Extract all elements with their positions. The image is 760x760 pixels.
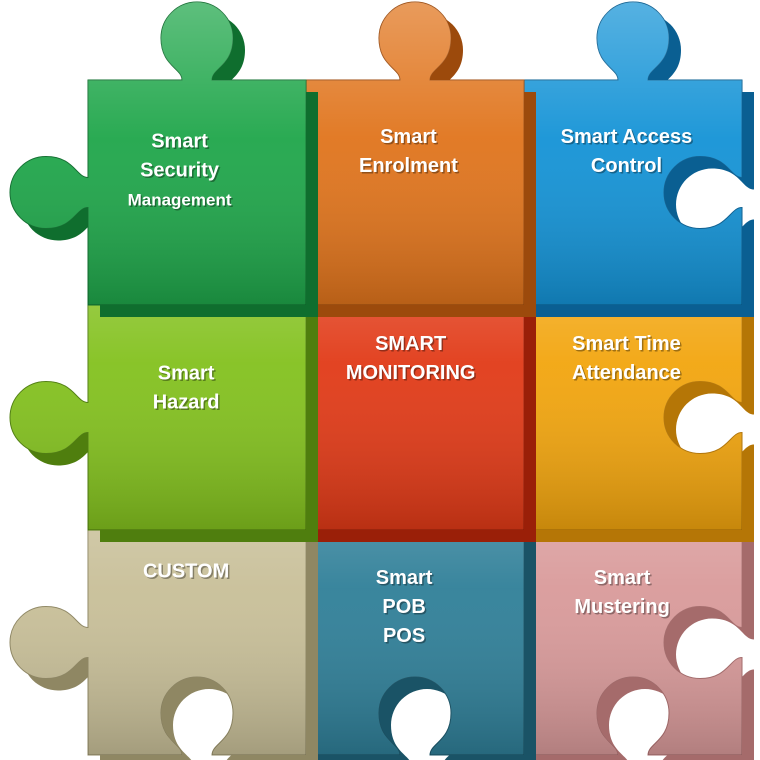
piece-label-shadow: POB <box>384 598 427 620</box>
piece-gloss-smart-pob-pos <box>228 452 524 755</box>
piece-label-shadow: Enrolment <box>361 157 460 179</box>
piece-gloss-smart-time-attendance <box>446 227 742 530</box>
piece-label-shadow: Smart <box>382 128 439 150</box>
piece-label-line: Management <box>128 191 232 210</box>
piece-label-line: POB <box>382 596 425 618</box>
piece-gloss-smart-mustering <box>446 452 742 755</box>
piece-gloss-smart-access-control <box>446 2 742 305</box>
piece-label-shadow: CUSTOM <box>144 562 230 584</box>
piece-label-shadow: Smart <box>377 569 434 591</box>
piece-label-line: Smart <box>380 126 437 148</box>
piece-label-line: Mustering <box>574 596 670 618</box>
piece-label-line: Security <box>140 160 220 182</box>
piece-label-shadow: Hazard <box>154 393 221 415</box>
labels-layer: SmartSmartSecuritySecurityManagementMana… <box>128 126 694 649</box>
piece-label-line: Attendance <box>572 362 681 384</box>
piece-label-line: POS <box>383 625 425 647</box>
piece-label-shadow: Attendance <box>574 364 683 386</box>
piece-label-line: Control <box>591 155 662 177</box>
piece-label-line: Enrolment <box>359 155 458 177</box>
piece-label-shadow: Management <box>129 192 233 211</box>
piece-label-line: SMART <box>375 333 446 355</box>
piece-label-shadow: Mustering <box>576 598 672 620</box>
piece-gloss-smart-enrolment <box>228 2 524 305</box>
piece-label-line: Smart <box>151 131 208 153</box>
piece-label-shadow: POS <box>384 627 426 649</box>
piece-gloss-smart-monitoring <box>228 227 524 530</box>
piece-label-shadow: Smart <box>159 364 216 386</box>
puzzle-piece-smart-security-management <box>9 1 318 317</box>
piece-gloss-smart-security-management <box>10 2 306 305</box>
pieces-layer <box>9 1 754 760</box>
piece-label-line: Smart <box>376 567 433 589</box>
piece-label-shadow: MONITORING <box>347 364 477 386</box>
piece-label-shadow: Smart <box>153 132 210 154</box>
piece-label-shadow: SMART <box>377 335 448 357</box>
piece-label-line: Smart Time <box>572 333 681 355</box>
piece-label-shadow: Security <box>142 161 222 183</box>
piece-label-smart-security-management: SmartSmartSecuritySecurityManagementMana… <box>128 131 234 212</box>
piece-label-line: Smart Access <box>561 126 693 148</box>
piece-label-shadow: Smart Time <box>574 335 683 357</box>
piece-label-line: MONITORING <box>346 362 476 384</box>
piece-gloss-smart-hazard <box>10 227 306 530</box>
piece-gloss-custom <box>10 452 306 755</box>
piece-label-line: Smart <box>594 567 651 589</box>
piece-label-line: Smart <box>158 362 215 384</box>
piece-label-line: Hazard <box>153 391 220 413</box>
piece-label-line: CUSTOM <box>143 560 229 582</box>
piece-label-shadow: Control <box>592 157 663 179</box>
piece-label-shadow: Smart Access <box>562 128 694 150</box>
piece-label-shadow: Smart <box>595 569 652 591</box>
